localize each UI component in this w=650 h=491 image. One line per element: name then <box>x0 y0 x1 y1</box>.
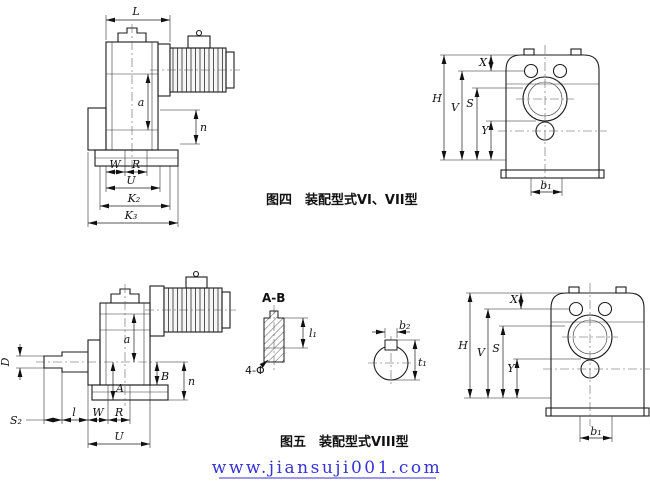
fig5-section-views: A-B l₁ 4-Φ b₂ t₁ <box>245 291 427 386</box>
fig5-dim-a: a <box>124 333 131 346</box>
fig4-side-dimensions: L a n W R U K₂ K₃ <box>87 5 207 227</box>
fig4-dim-S: S <box>466 97 474 110</box>
fig4-dim-L: L <box>131 5 139 18</box>
fig5-dim-4phi: 4-Φ <box>245 364 265 377</box>
fig5-side-dimensions: a D S₂ l W R U A B <box>0 314 195 448</box>
fig5-dim-l: l <box>72 406 76 419</box>
fig4-dim-n: n <box>200 121 207 134</box>
keyway-slot <box>384 339 398 351</box>
fig5-dim-S2: S₂ <box>10 414 22 427</box>
bearing-flange <box>87 339 101 386</box>
output-flange <box>87 107 107 151</box>
fig5-dim-B: B <box>160 370 169 383</box>
fig4-dim-W: W <box>109 158 122 171</box>
fig4-dim-a: a <box>138 96 145 109</box>
fig4-side-view <box>87 24 240 174</box>
fig5-dim-D: D <box>0 357 12 367</box>
fig4-dim-K2: K₂ <box>127 192 141 205</box>
keyway-section <box>263 310 285 363</box>
fig5-dim-S: S <box>492 342 500 355</box>
fig5-dim-b2: b₂ <box>399 319 410 332</box>
fig5-dim-Y: Y <box>507 362 516 375</box>
fig5-dim-V: V <box>477 346 486 359</box>
fig4-dim-b1: b₁ <box>540 179 551 192</box>
fig4-dim-X: X <box>478 56 488 69</box>
fig4-caption: 图四 装配型式VI、VII型 <box>266 192 418 208</box>
fig4-dim-K3: K₃ <box>124 209 138 222</box>
motor-junction-box <box>185 276 208 289</box>
fig4-dim-R: R <box>131 158 140 171</box>
fig5-dim-n: n <box>188 375 195 388</box>
fig5-front-view <box>543 283 650 426</box>
watermark[interactable]: www.jiansuji001.com <box>212 458 442 479</box>
fig5-front-dimensions: H V S Y X b₁ <box>457 292 613 442</box>
fig5-dim-H: H <box>457 339 468 352</box>
fig5-caption: 图五 装配型式VIII型 <box>280 434 409 450</box>
fig4-dim-U: U <box>126 174 136 187</box>
fig4-dim-H: H <box>431 92 442 105</box>
fig5-dim-A: A <box>115 382 124 395</box>
fig4-front-view <box>498 45 607 188</box>
fig5-dim-R: R <box>114 406 123 419</box>
bolt-hole <box>523 63 539 79</box>
fig5-dim-b1: b₁ <box>590 425 601 438</box>
fig5-dim-t1: t₁ <box>418 356 427 369</box>
figure4: L a n W R U K₂ K₃ <box>87 5 607 227</box>
fig5-dim-X: X <box>509 293 519 306</box>
motor-adapter <box>149 285 165 337</box>
watermark-link[interactable]: www.jiansuji001.com <box>212 458 442 478</box>
fig5-dim-l1: l₁ <box>309 327 317 340</box>
motor-junction-box <box>187 35 211 49</box>
fig5-side-view <box>36 270 236 406</box>
bolt-hole <box>552 63 568 79</box>
fig5-dim-U: U <box>114 430 124 443</box>
fig4-front-dimensions: H V S Y X b₁ <box>431 54 563 196</box>
bolt-hole <box>568 301 584 317</box>
fig4-dim-Y: Y <box>481 124 490 137</box>
fig4-dim-V: V <box>451 101 460 114</box>
bolt-hole <box>597 301 613 317</box>
fig5-dim-W: W <box>92 406 105 419</box>
figure5: a D S₂ l W R U A B <box>0 270 650 450</box>
section-label-AB: A-B <box>262 291 285 305</box>
